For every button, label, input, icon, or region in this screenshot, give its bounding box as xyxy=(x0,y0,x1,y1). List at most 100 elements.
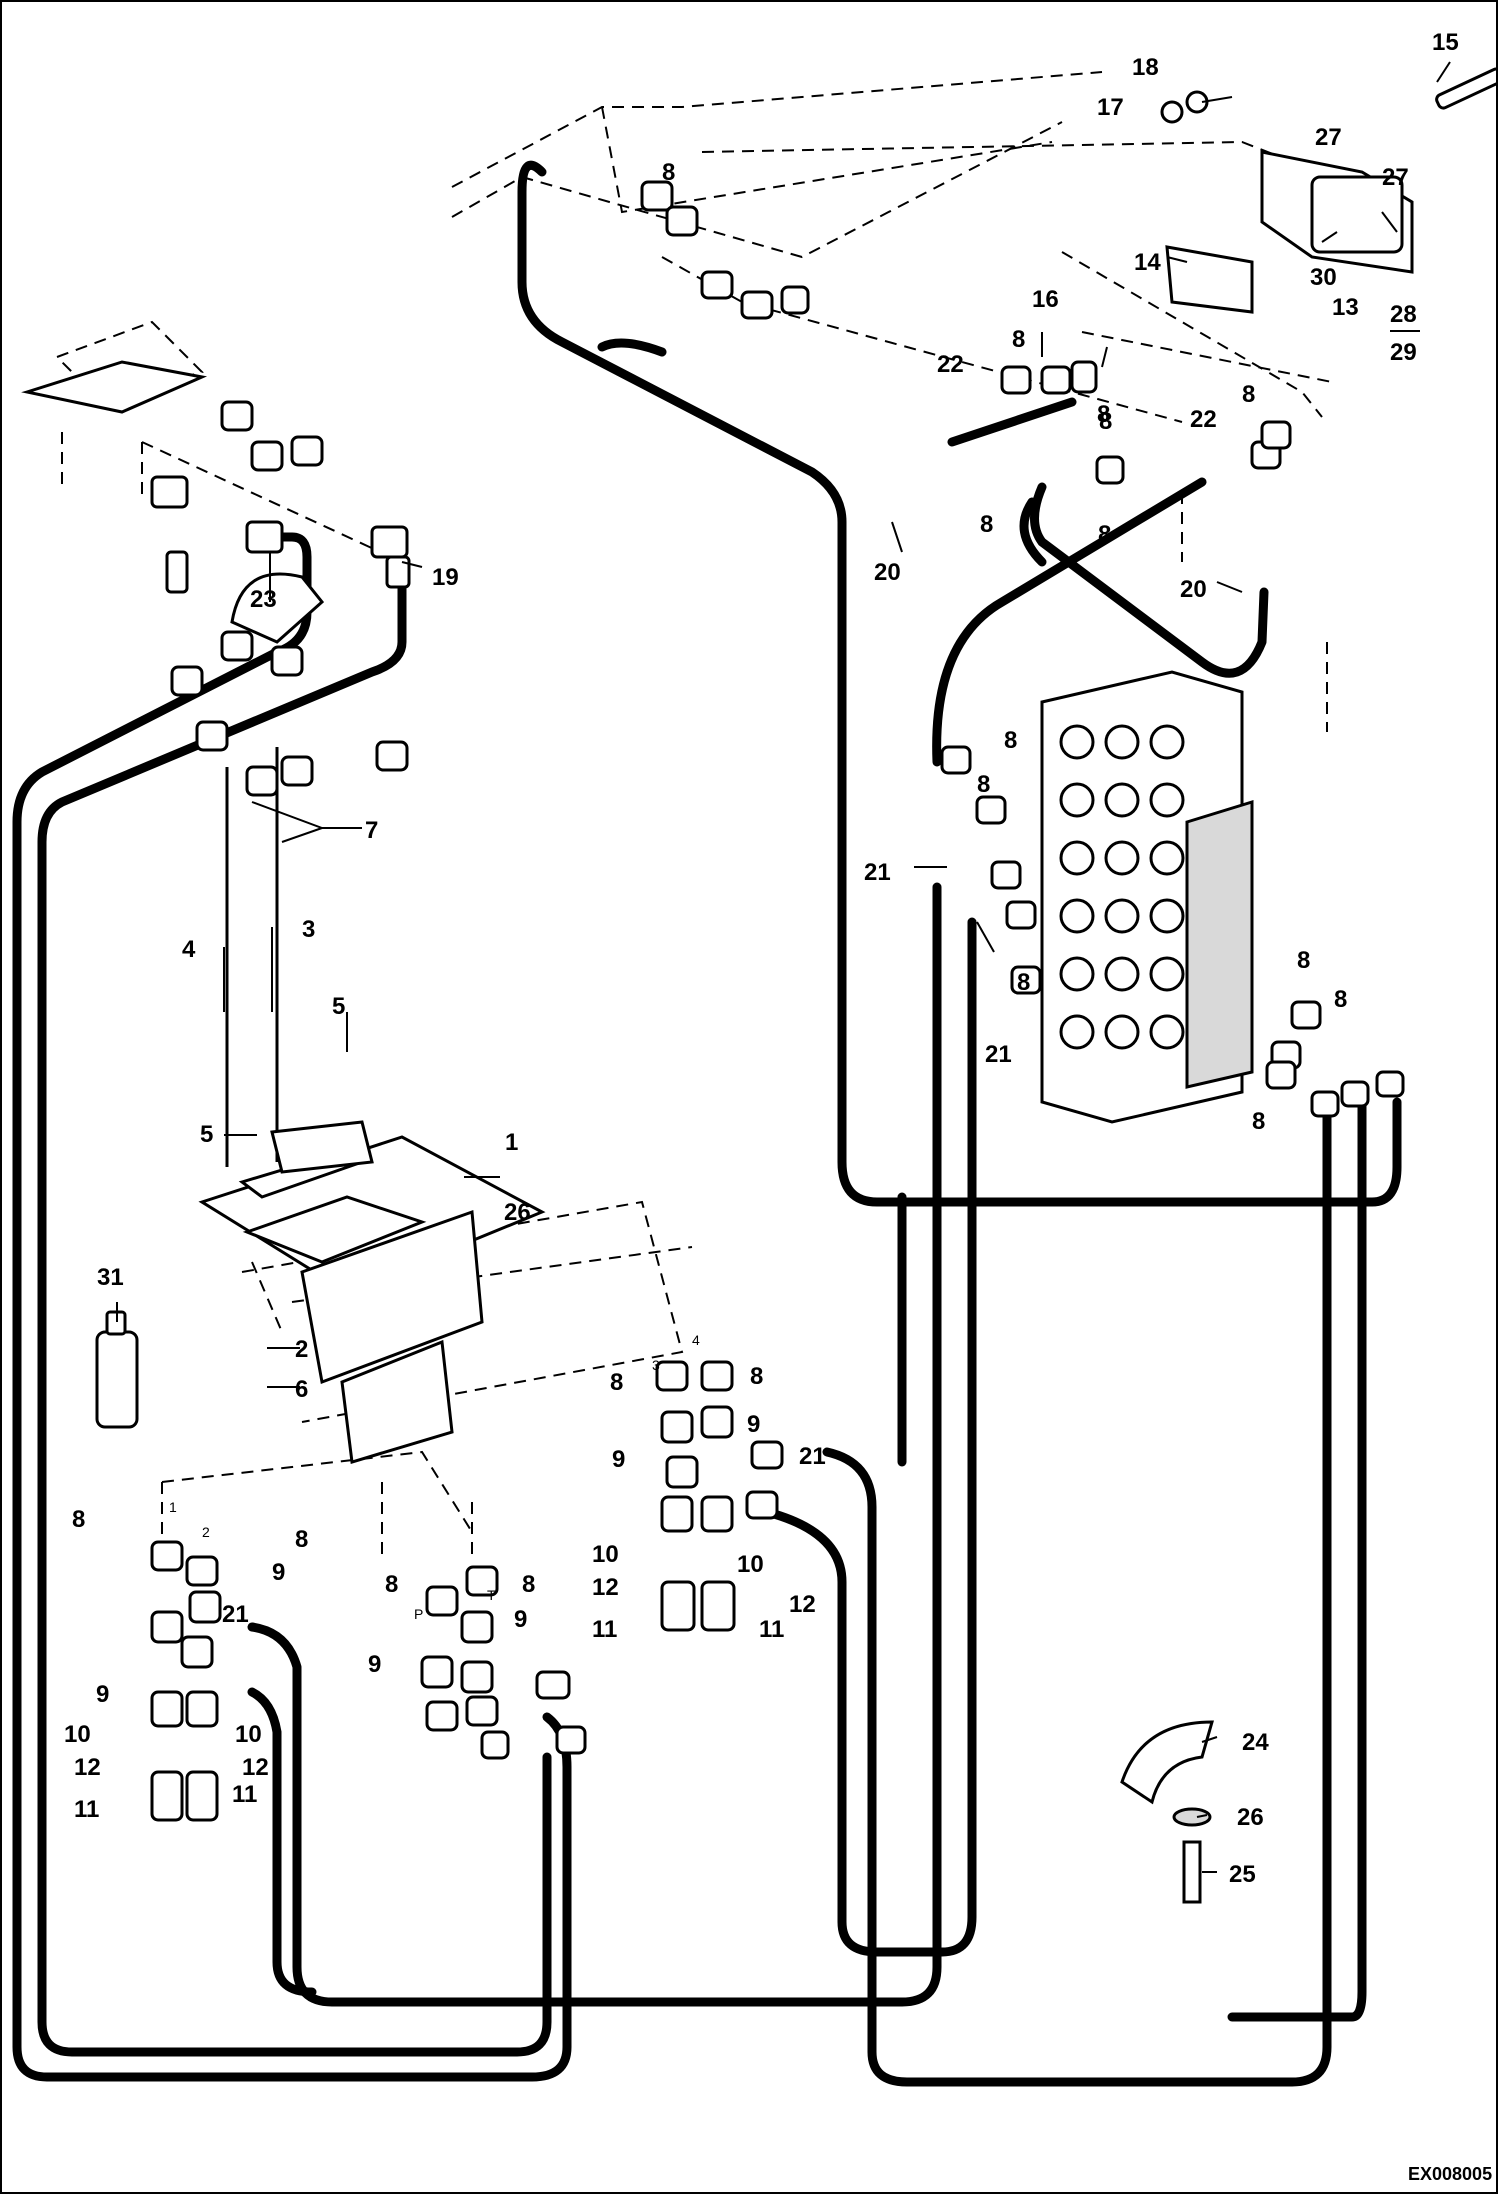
callout-label: 12 xyxy=(74,1754,101,1781)
callout-label: 26 xyxy=(1237,1804,1264,1831)
callout-label: 21 xyxy=(985,1041,1012,1068)
callout-label: 24 xyxy=(1242,1729,1269,1756)
hose-fitting xyxy=(375,740,409,772)
hose-fitting xyxy=(460,1660,494,1694)
hose-fitting xyxy=(270,645,304,677)
callout-label: 8 xyxy=(1252,1108,1265,1135)
drawing-id: EX008005 xyxy=(1408,2164,1492,2184)
callout-label: 8 xyxy=(1097,401,1110,428)
callout-label: 8 xyxy=(1334,986,1347,1013)
port-mark: 4 xyxy=(692,1332,700,1348)
hose-fitting xyxy=(665,1455,699,1489)
hose-fitting xyxy=(1005,900,1037,930)
valve-spool-cap xyxy=(1104,724,1140,760)
callout-label: 12 xyxy=(592,1574,619,1601)
callout-label: 22 xyxy=(937,351,964,378)
hose-fitting xyxy=(425,1585,459,1617)
callout-label: 8 xyxy=(295,1526,308,1553)
hose-fitting xyxy=(1070,360,1098,394)
callout-label: 8 xyxy=(1098,521,1111,548)
hose-fitting xyxy=(170,665,204,697)
callout-label: 8 xyxy=(1012,326,1025,353)
callout-label: 9 xyxy=(514,1606,527,1633)
callout-label: 1 xyxy=(505,1129,518,1156)
hose-fitting xyxy=(700,1360,734,1392)
hose-fitting xyxy=(1265,1060,1297,1090)
callout-label: 8 xyxy=(1242,381,1255,408)
callout-label: 9 xyxy=(747,1411,760,1438)
hose-fitting xyxy=(1010,965,1042,995)
port-mark: 3 xyxy=(652,1357,660,1373)
control-valve-block xyxy=(1040,670,1254,1124)
hose-fitting xyxy=(465,1695,499,1727)
callout-label: 8 xyxy=(1297,947,1310,974)
hose-fitting xyxy=(150,1610,184,1644)
valve-spool-cap xyxy=(1059,782,1095,818)
callout-label: 31 xyxy=(97,1264,124,1291)
port-mark: P xyxy=(414,1606,423,1622)
callout-label: 8 xyxy=(662,159,675,186)
callout-label: 8 xyxy=(977,771,990,798)
callout-label: 13 xyxy=(1332,294,1359,321)
hose-fitting xyxy=(975,795,1007,825)
hose-fitting xyxy=(180,1635,214,1669)
hose-fitting xyxy=(780,285,810,315)
valve-spool-cap xyxy=(1149,1014,1185,1050)
hose-fitting xyxy=(660,1410,694,1444)
hose-fitting xyxy=(640,180,674,212)
callout-label: 27 xyxy=(1382,164,1409,191)
hose-fitting xyxy=(290,435,324,467)
hose-fitting xyxy=(460,1610,494,1644)
callout-label: 12 xyxy=(242,1754,269,1781)
callout-label: 9 xyxy=(368,1651,381,1678)
valve-spool-cap xyxy=(1104,840,1140,876)
pilot-valve-assembly xyxy=(198,572,546,1464)
hose-fitting xyxy=(1095,455,1125,485)
callout-label: 10 xyxy=(737,1551,764,1578)
callout-label: 20 xyxy=(1180,576,1207,603)
hose-fitting xyxy=(250,440,284,472)
hose-fitting xyxy=(655,1360,689,1392)
valve-spool-cap xyxy=(1104,782,1140,818)
callout-label: 28 xyxy=(1390,301,1417,328)
callout-label: 3 xyxy=(302,916,315,943)
callout-label: 11 xyxy=(592,1616,617,1643)
hose-fitting xyxy=(1340,1080,1370,1108)
callout-label: 21 xyxy=(864,859,891,886)
hose-fitting xyxy=(535,1670,571,1700)
hose-fitting xyxy=(185,1690,219,1728)
callout-label: 2 xyxy=(295,1336,308,1363)
hose-fitting xyxy=(280,755,314,787)
hose-fitting xyxy=(700,1580,736,1632)
hose-fitting xyxy=(700,270,734,300)
callout-label: 14 xyxy=(1134,249,1161,276)
hose-fitting xyxy=(745,1490,779,1520)
hose-fitting xyxy=(220,400,254,432)
solenoid-valve xyxy=(1165,150,1414,314)
hose-fitting xyxy=(245,765,279,797)
hose-fitting xyxy=(425,1700,459,1732)
valve-spool-cap xyxy=(1059,898,1095,934)
valve-spool-cap xyxy=(1104,956,1140,992)
hose-fitting xyxy=(1375,1070,1405,1098)
callout-label: 15 xyxy=(1432,29,1459,56)
hose-fitting xyxy=(940,745,972,775)
hose-fitting xyxy=(150,1770,184,1822)
misc-parts xyxy=(95,67,1496,1904)
callout-label: 17 xyxy=(1097,94,1124,121)
hose-fitting xyxy=(665,205,699,237)
upper-left-fittings xyxy=(21,360,411,594)
leader-lines xyxy=(116,61,1451,1873)
valve-spool-cap xyxy=(1104,898,1140,934)
valve-spool-cap xyxy=(1149,840,1185,876)
hose-fitting xyxy=(750,1440,784,1470)
callout-label: 11 xyxy=(74,1796,99,1823)
hose-fitting xyxy=(1260,420,1292,450)
callout-label: 26 xyxy=(504,1199,531,1226)
valve-spool-cap xyxy=(1149,724,1185,760)
callout-label: 8 xyxy=(1099,408,1112,435)
hose-fitting xyxy=(480,1730,510,1760)
callout-label: 9 xyxy=(96,1681,109,1708)
callout-label: 21 xyxy=(799,1443,826,1470)
hose-fitting xyxy=(465,1565,499,1597)
